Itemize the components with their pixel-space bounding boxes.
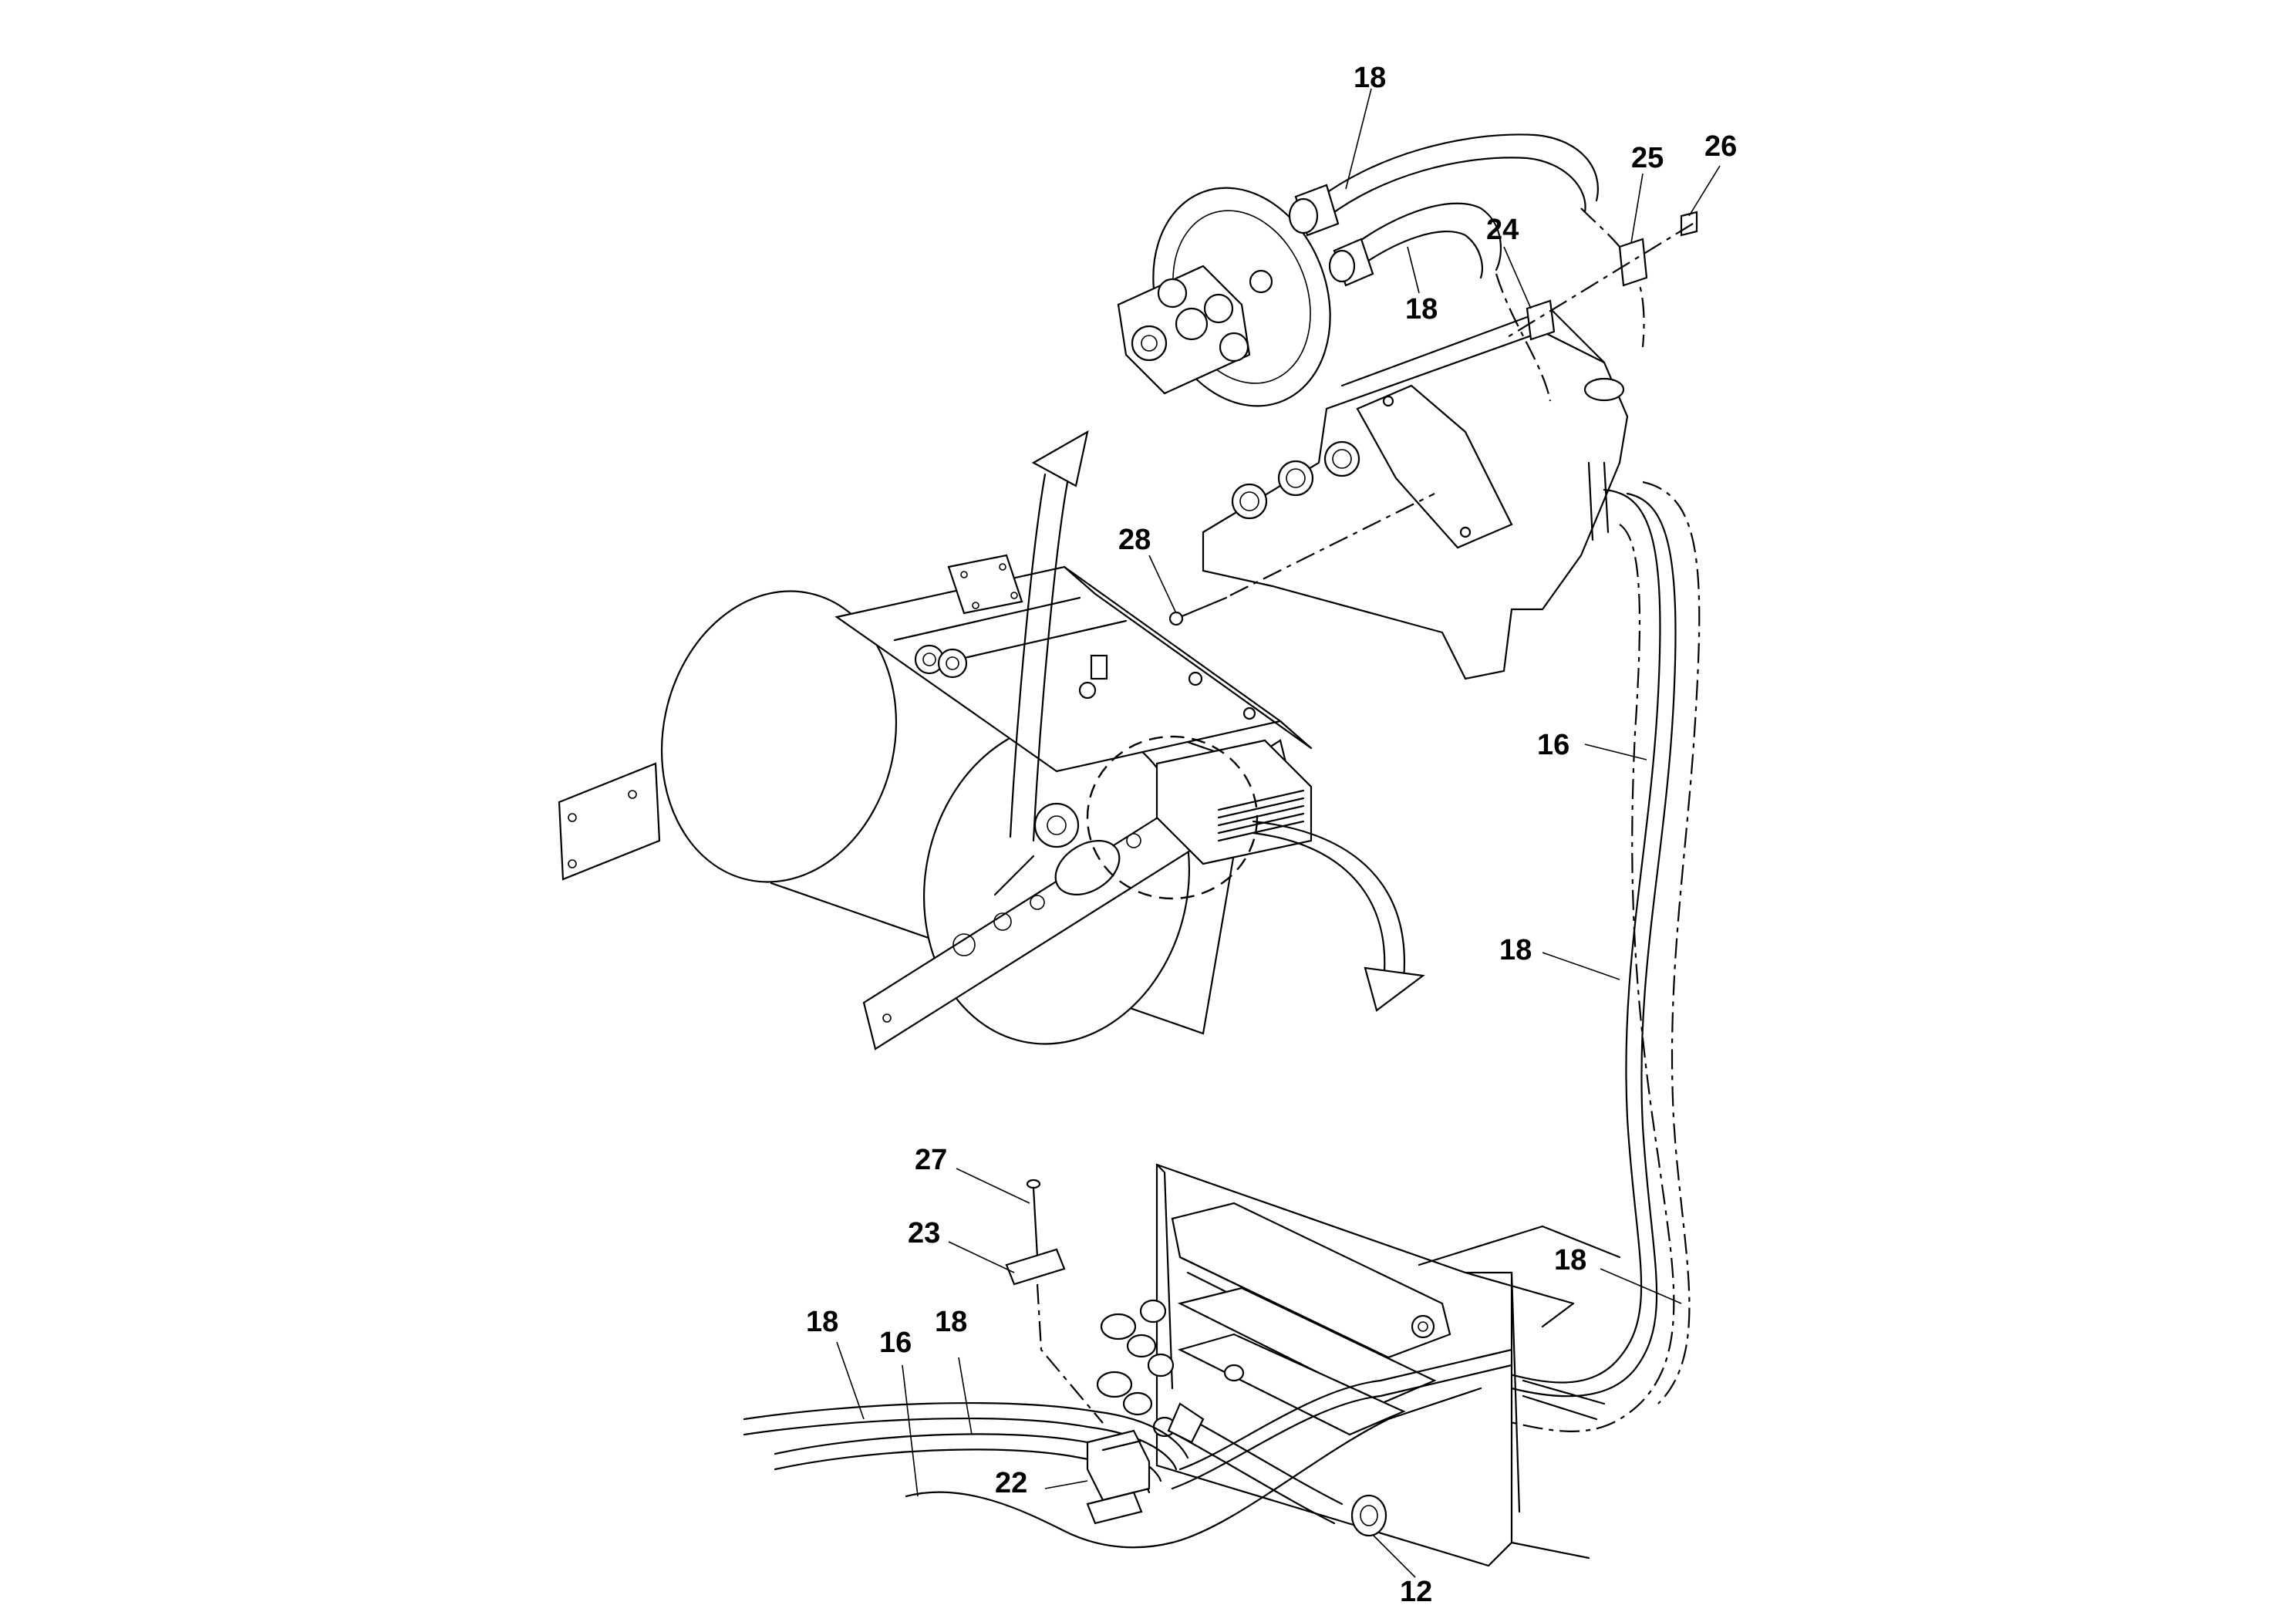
- plate-23: [1005, 1248, 1066, 1286]
- callout-16-bottom: 16: [879, 1327, 912, 1359]
- clamp-24: [1526, 299, 1556, 341]
- callout-27: 27: [915, 1144, 947, 1176]
- detail-circle: [1086, 735, 1259, 900]
- callout-23: 23: [908, 1217, 940, 1249]
- callout-12: 12: [1400, 1576, 1432, 1608]
- callout-28: 28: [1118, 524, 1151, 556]
- clamp-25: [1618, 238, 1648, 287]
- reference-arrow-down: [1252, 820, 1425, 1012]
- callout-18-right-middle: 18: [1499, 934, 1532, 966]
- callout-labels: 18 18 25 26 24 28 16 18 18 27 23 18 16 1…: [806, 62, 1737, 1608]
- hose-16-bottom: [905, 1387, 1482, 1549]
- callout-26: 26: [1704, 130, 1737, 163]
- hose-18-top: [1288, 133, 1645, 402]
- callout-18-top-lower: 18: [1405, 293, 1438, 325]
- bolt-28: [1168, 596, 1228, 626]
- callout-16-right: 16: [1537, 729, 1569, 761]
- leader-lines: [836, 88, 1721, 1578]
- callout-25: 25: [1631, 142, 1664, 174]
- callout-18-right-lower: 18: [1554, 1244, 1586, 1276]
- mounting-bracket: [1202, 307, 1629, 680]
- drum-assembly: [558, 554, 1313, 1050]
- callout-24: 24: [1486, 214, 1519, 246]
- callout-18-top-upper: 18: [1354, 62, 1386, 94]
- plate-26: [1680, 211, 1698, 237]
- valve-block-area: [1096, 1163, 1621, 1567]
- clamp-22: [1086, 1429, 1151, 1525]
- callout-18-bottom-middle: 18: [935, 1306, 967, 1338]
- callout-22: 22: [995, 1467, 1027, 1499]
- long-hoses: [1495, 461, 1701, 1432]
- drive-motor: [1117, 187, 1331, 407]
- reference-arrow-up: [1009, 430, 1089, 842]
- hose-12: [1167, 1402, 1387, 1537]
- bolt-27: [1026, 1179, 1041, 1259]
- callout-18-bottom-left: 18: [806, 1306, 838, 1338]
